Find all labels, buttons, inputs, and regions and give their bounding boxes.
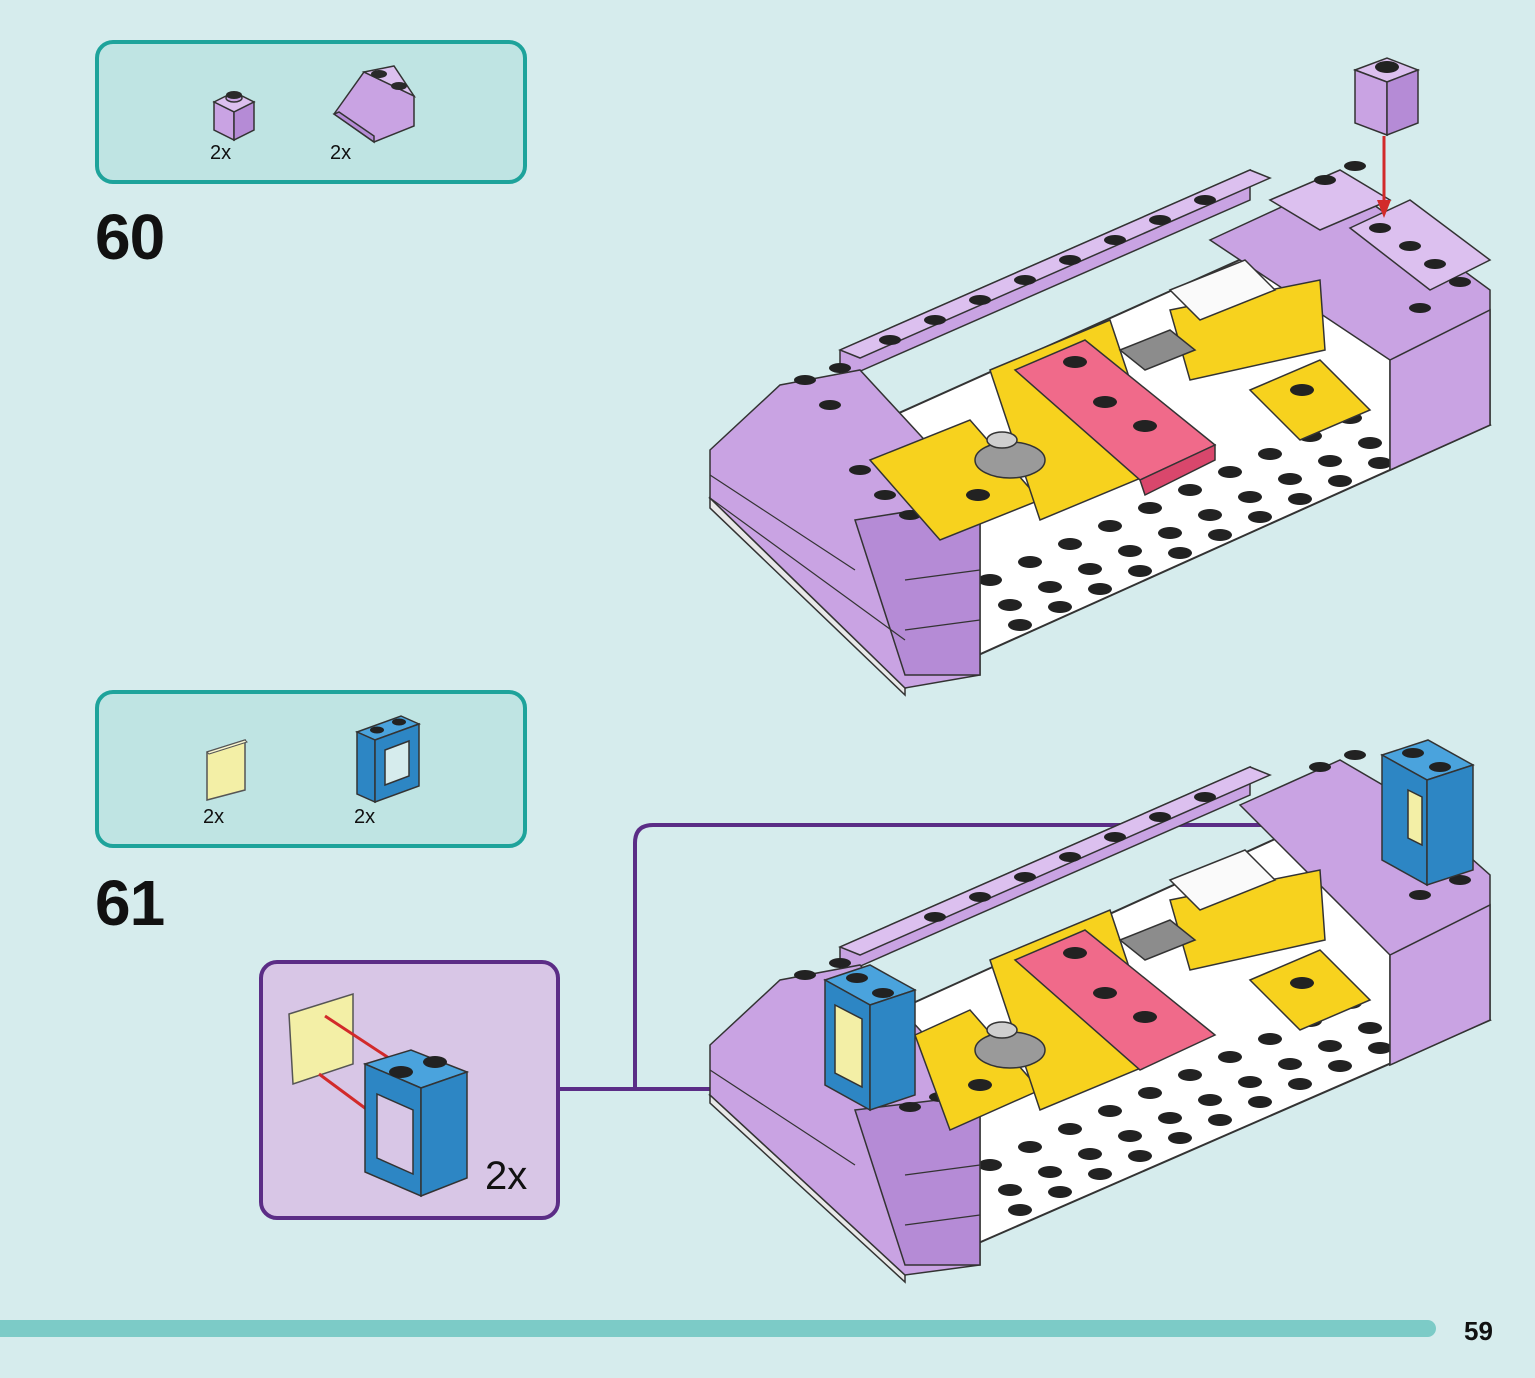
part-qty: 2x: [330, 142, 352, 164]
footer-bar: [0, 1320, 1436, 1337]
lavender-1x1-brick-placement: [1352, 57, 1421, 218]
step-61-model-illustration: [708, 739, 1492, 1284]
step-number-60: 60: [95, 201, 165, 273]
light-yellow-window-pane-icon: [206, 738, 248, 801]
step-60-model-illustration: [708, 57, 1492, 697]
step-61-parts-art: [206, 715, 422, 804]
page-number: 59: [1464, 1316, 1493, 1346]
right-blue-window: [1380, 739, 1475, 887]
blue-window-frame-icon: [354, 715, 422, 804]
step-61-parts-box: 2x 2x: [95, 690, 527, 848]
lavender-2x2-slope-icon: [332, 65, 417, 144]
part-qty: 2x: [354, 806, 376, 828]
part-qty: 2x: [203, 806, 225, 828]
step-60-parts-art: [212, 65, 417, 144]
lavender-1x1-brick-icon: [212, 91, 256, 142]
step-60-parts-box: 2x 2x: [95, 40, 527, 184]
subassembly-qty: 2x: [485, 1154, 528, 1198]
left-blue-window: [823, 964, 917, 1112]
step-number-61: 61: [95, 867, 165, 939]
window-assembly-illustration: [288, 992, 470, 1198]
subassembly-callout: 2x: [259, 960, 560, 1220]
part-qty: 2x: [210, 142, 232, 164]
